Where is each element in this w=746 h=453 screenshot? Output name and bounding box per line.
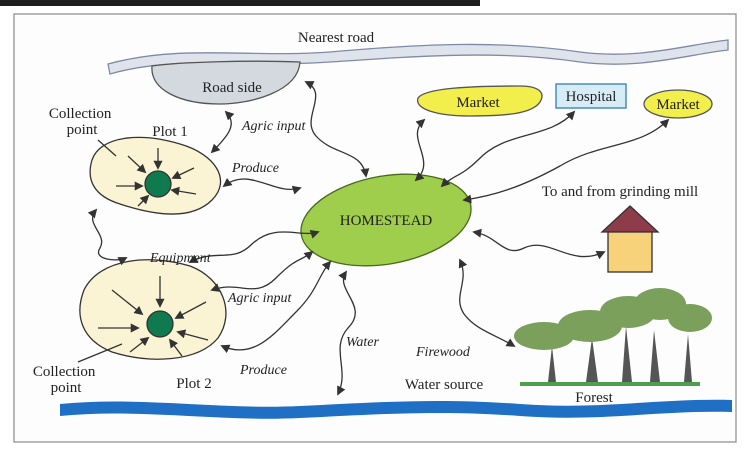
- plot-1-label: Plot 1: [152, 124, 187, 140]
- firewood-label: Firewood: [415, 345, 471, 360]
- market-2-label: Market: [656, 97, 700, 113]
- agric-input-2-label: Agric input: [227, 291, 292, 306]
- collection-point-2: [147, 311, 173, 337]
- cp1-line-1: Collection: [49, 106, 112, 122]
- grinding-mill-label: To and from grinding mill: [542, 184, 698, 200]
- market-1-label: Market: [456, 95, 500, 111]
- nearest-road-label: Nearest road: [298, 30, 375, 46]
- homestead-label: HOMESTEAD: [340, 213, 433, 229]
- plot-2-label: Plot 2: [176, 376, 211, 392]
- cp2-line-1: Collection: [33, 364, 96, 380]
- cp2-line-2: point: [51, 380, 83, 396]
- collection-point-1: [145, 171, 171, 197]
- road-side-label: Road side: [202, 80, 262, 96]
- top-strip: [0, 0, 480, 6]
- hospital-label: Hospital: [566, 89, 617, 105]
- cp1-line-2: point: [67, 122, 99, 138]
- grass-strip: [520, 382, 700, 386]
- house-wall: [608, 232, 652, 272]
- forest-label: Forest: [575, 390, 613, 406]
- plot-2: [80, 260, 226, 359]
- produce-2-label: Produce: [239, 363, 287, 378]
- water-source-label: Water source: [405, 377, 484, 393]
- equipment-label: Equipment: [149, 251, 212, 266]
- produce-1-label: Produce: [231, 161, 279, 176]
- water-flow-label: Water: [346, 335, 379, 350]
- agric-input-1-label: Agric input: [241, 119, 306, 134]
